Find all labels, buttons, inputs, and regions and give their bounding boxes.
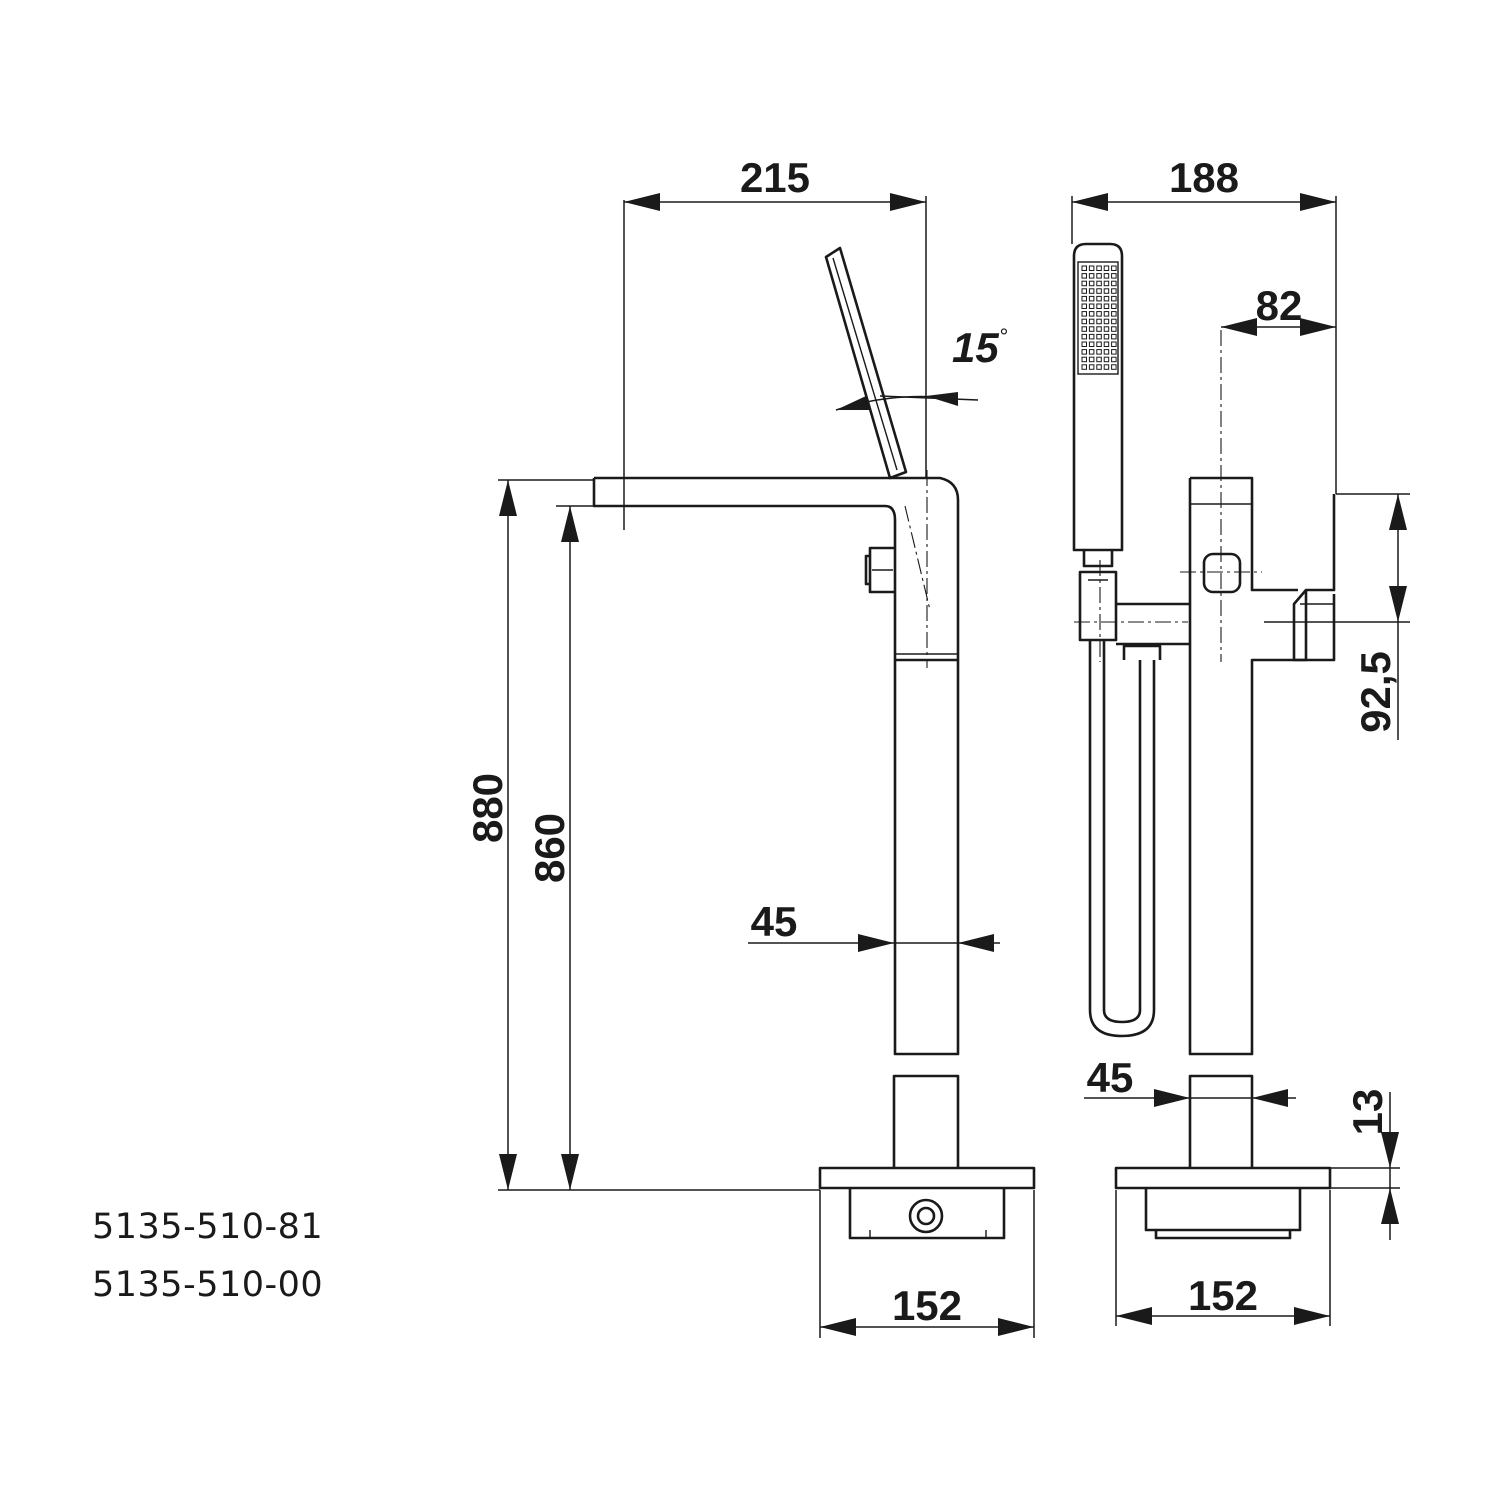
diverter-knob <box>864 546 895 594</box>
dim-label-45-side: 45 <box>751 898 798 945</box>
product-code-2: 5135-510-00 <box>92 1265 324 1305</box>
riser-pipe-upper <box>893 658 960 1056</box>
hidden-line <box>904 505 931 611</box>
base-plate-side <box>818 1166 1036 1190</box>
front-dimensions <box>1071 193 1410 1326</box>
inlet-ring <box>908 1198 944 1234</box>
spray-face <box>1081 265 1117 370</box>
lever-handle <box>1292 494 1336 662</box>
handshower-front <box>1072 242 1124 642</box>
dim-label-860: 860 <box>526 813 573 883</box>
dim-label-45-front: 45 <box>1087 1054 1134 1101</box>
inlet-hole <box>916 1206 936 1226</box>
dim-label-82: 82 <box>1256 282 1303 329</box>
spout-arm <box>592 476 960 660</box>
dim-label-188: 188 <box>1169 154 1239 201</box>
dim-label-152-front: 152 <box>1188 1272 1258 1319</box>
product-code-1: 5135-510-81 <box>92 1207 324 1247</box>
dim-label-880: 880 <box>464 773 511 843</box>
hose <box>1088 640 1156 1038</box>
standpipe-side <box>892 1074 960 1168</box>
dim-label-215: 215 <box>740 154 810 201</box>
mixer-body-front <box>1188 476 1308 1056</box>
base-box-front <box>1144 1188 1302 1232</box>
dim-label-angle: 15° <box>952 324 1008 371</box>
front-view <box>1072 242 1336 1240</box>
base-plate-front <box>1114 1166 1332 1190</box>
side-dimensions <box>498 193 1035 1338</box>
handshower-side <box>824 246 908 480</box>
base-box-side <box>848 1188 1006 1240</box>
connector-arm <box>1116 602 1190 646</box>
control-button <box>1202 552 1242 594</box>
dim-label-152-side: 152 <box>892 1282 962 1329</box>
dim-label-13: 13 <box>1344 1089 1391 1136</box>
standpipe-front <box>1188 1074 1254 1168</box>
side-view <box>592 246 1036 1240</box>
dim-label-92-5: 92,5 <box>1352 651 1399 733</box>
